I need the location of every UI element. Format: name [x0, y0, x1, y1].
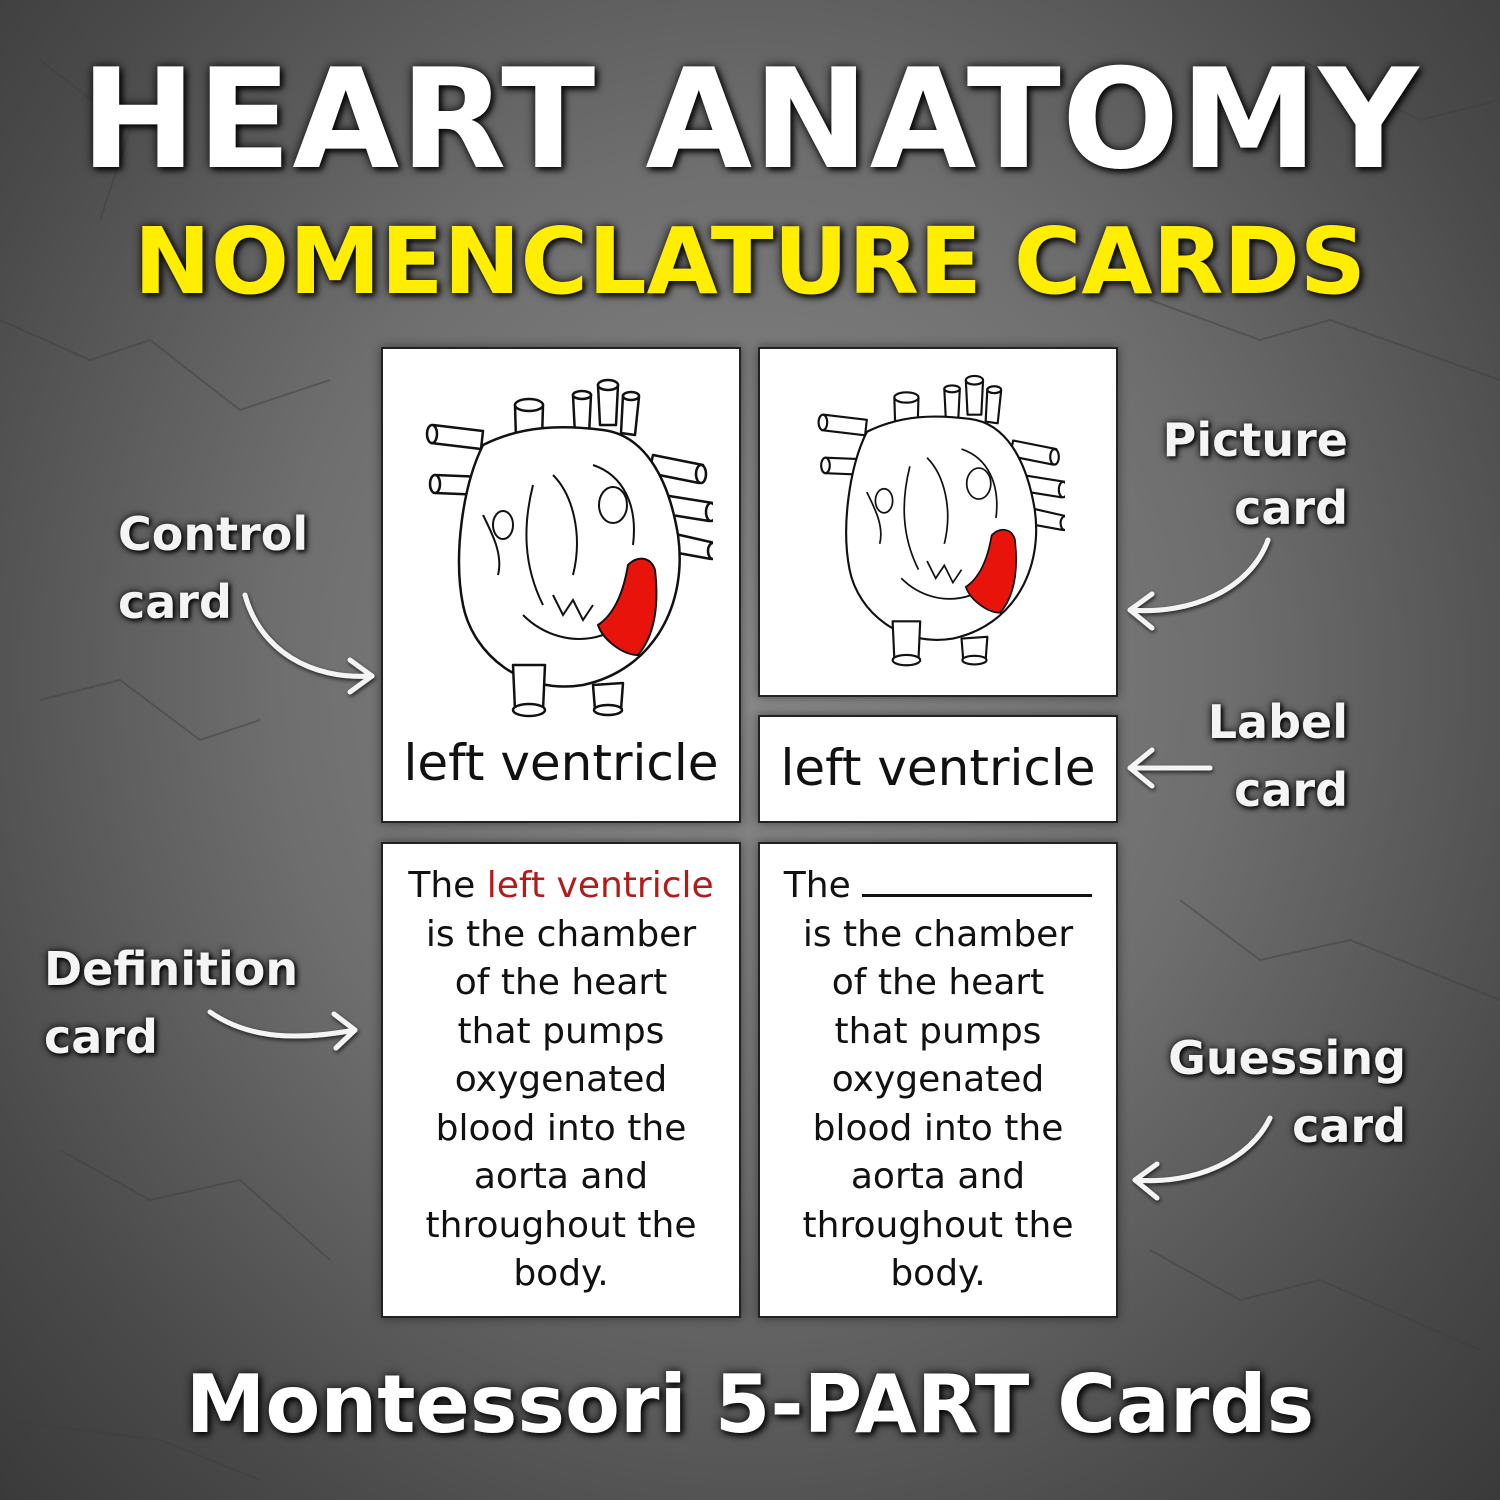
page-title: HEART ANATOMY: [80, 39, 1420, 200]
guessing-line: that pumps: [834, 1010, 1042, 1052]
guessing-blank: [862, 864, 1093, 897]
definition-card: The left ventricle is the chamber of the…: [381, 842, 741, 1318]
guessing-card: The is the chamber of the heart that pum…: [758, 842, 1118, 1318]
guessing-line: is the chamber: [802, 913, 1074, 955]
left-ventricle-highlight: [964, 528, 1018, 614]
guessing-line: throughout the: [802, 1204, 1074, 1246]
callout-definition: Definition card: [44, 942, 299, 1064]
control-card-label: left ventricle: [403, 734, 719, 792]
callout-guessing: Guessing card: [1168, 1031, 1406, 1153]
guessing-prefix: The: [783, 865, 851, 906]
left-ventricle-highlight: [596, 557, 658, 657]
guessing-text: The is the chamber of the heart that pum…: [770, 862, 1106, 1299]
definition-line: that pumps: [457, 1010, 665, 1052]
picture-card: [758, 347, 1118, 697]
definition-line: blood into the: [435, 1107, 687, 1149]
page-footer: Montessori 5-PART Cards: [185, 1358, 1315, 1451]
definition-line: body.: [513, 1253, 609, 1294]
guessing-line: of the heart: [831, 962, 1045, 1003]
definition-line: of the heart: [454, 962, 668, 1003]
definition-line: aorta and: [473, 1156, 649, 1197]
definition-prefix: The: [408, 865, 476, 906]
definition-text: The left ventricle is the chamber of the…: [393, 862, 729, 1299]
label-card-label: left ventricle: [780, 739, 1096, 797]
guessing-line: body.: [890, 1253, 986, 1294]
guessing-line: aorta and: [850, 1156, 1026, 1197]
guessing-line: oxygenated: [831, 1059, 1045, 1100]
callout-control: Control card: [118, 507, 309, 629]
callout-picture: Picture card: [1162, 413, 1348, 535]
definition-line: throughout the: [425, 1204, 697, 1246]
label-card: left ventricle: [758, 715, 1118, 823]
heart-diagram-icon: [425, 378, 713, 718]
control-card: left ventricle: [381, 347, 741, 823]
definition-term: left ventricle: [486, 865, 714, 906]
callout-label: Label card: [1207, 695, 1348, 817]
guessing-line: blood into the: [812, 1107, 1064, 1149]
heart-diagram-icon: [817, 374, 1065, 667]
definition-line: oxygenated: [454, 1059, 668, 1100]
definition-line: is the chamber: [425, 913, 697, 955]
page-subtitle: NOMENCLATURE CARDS: [133, 208, 1367, 315]
